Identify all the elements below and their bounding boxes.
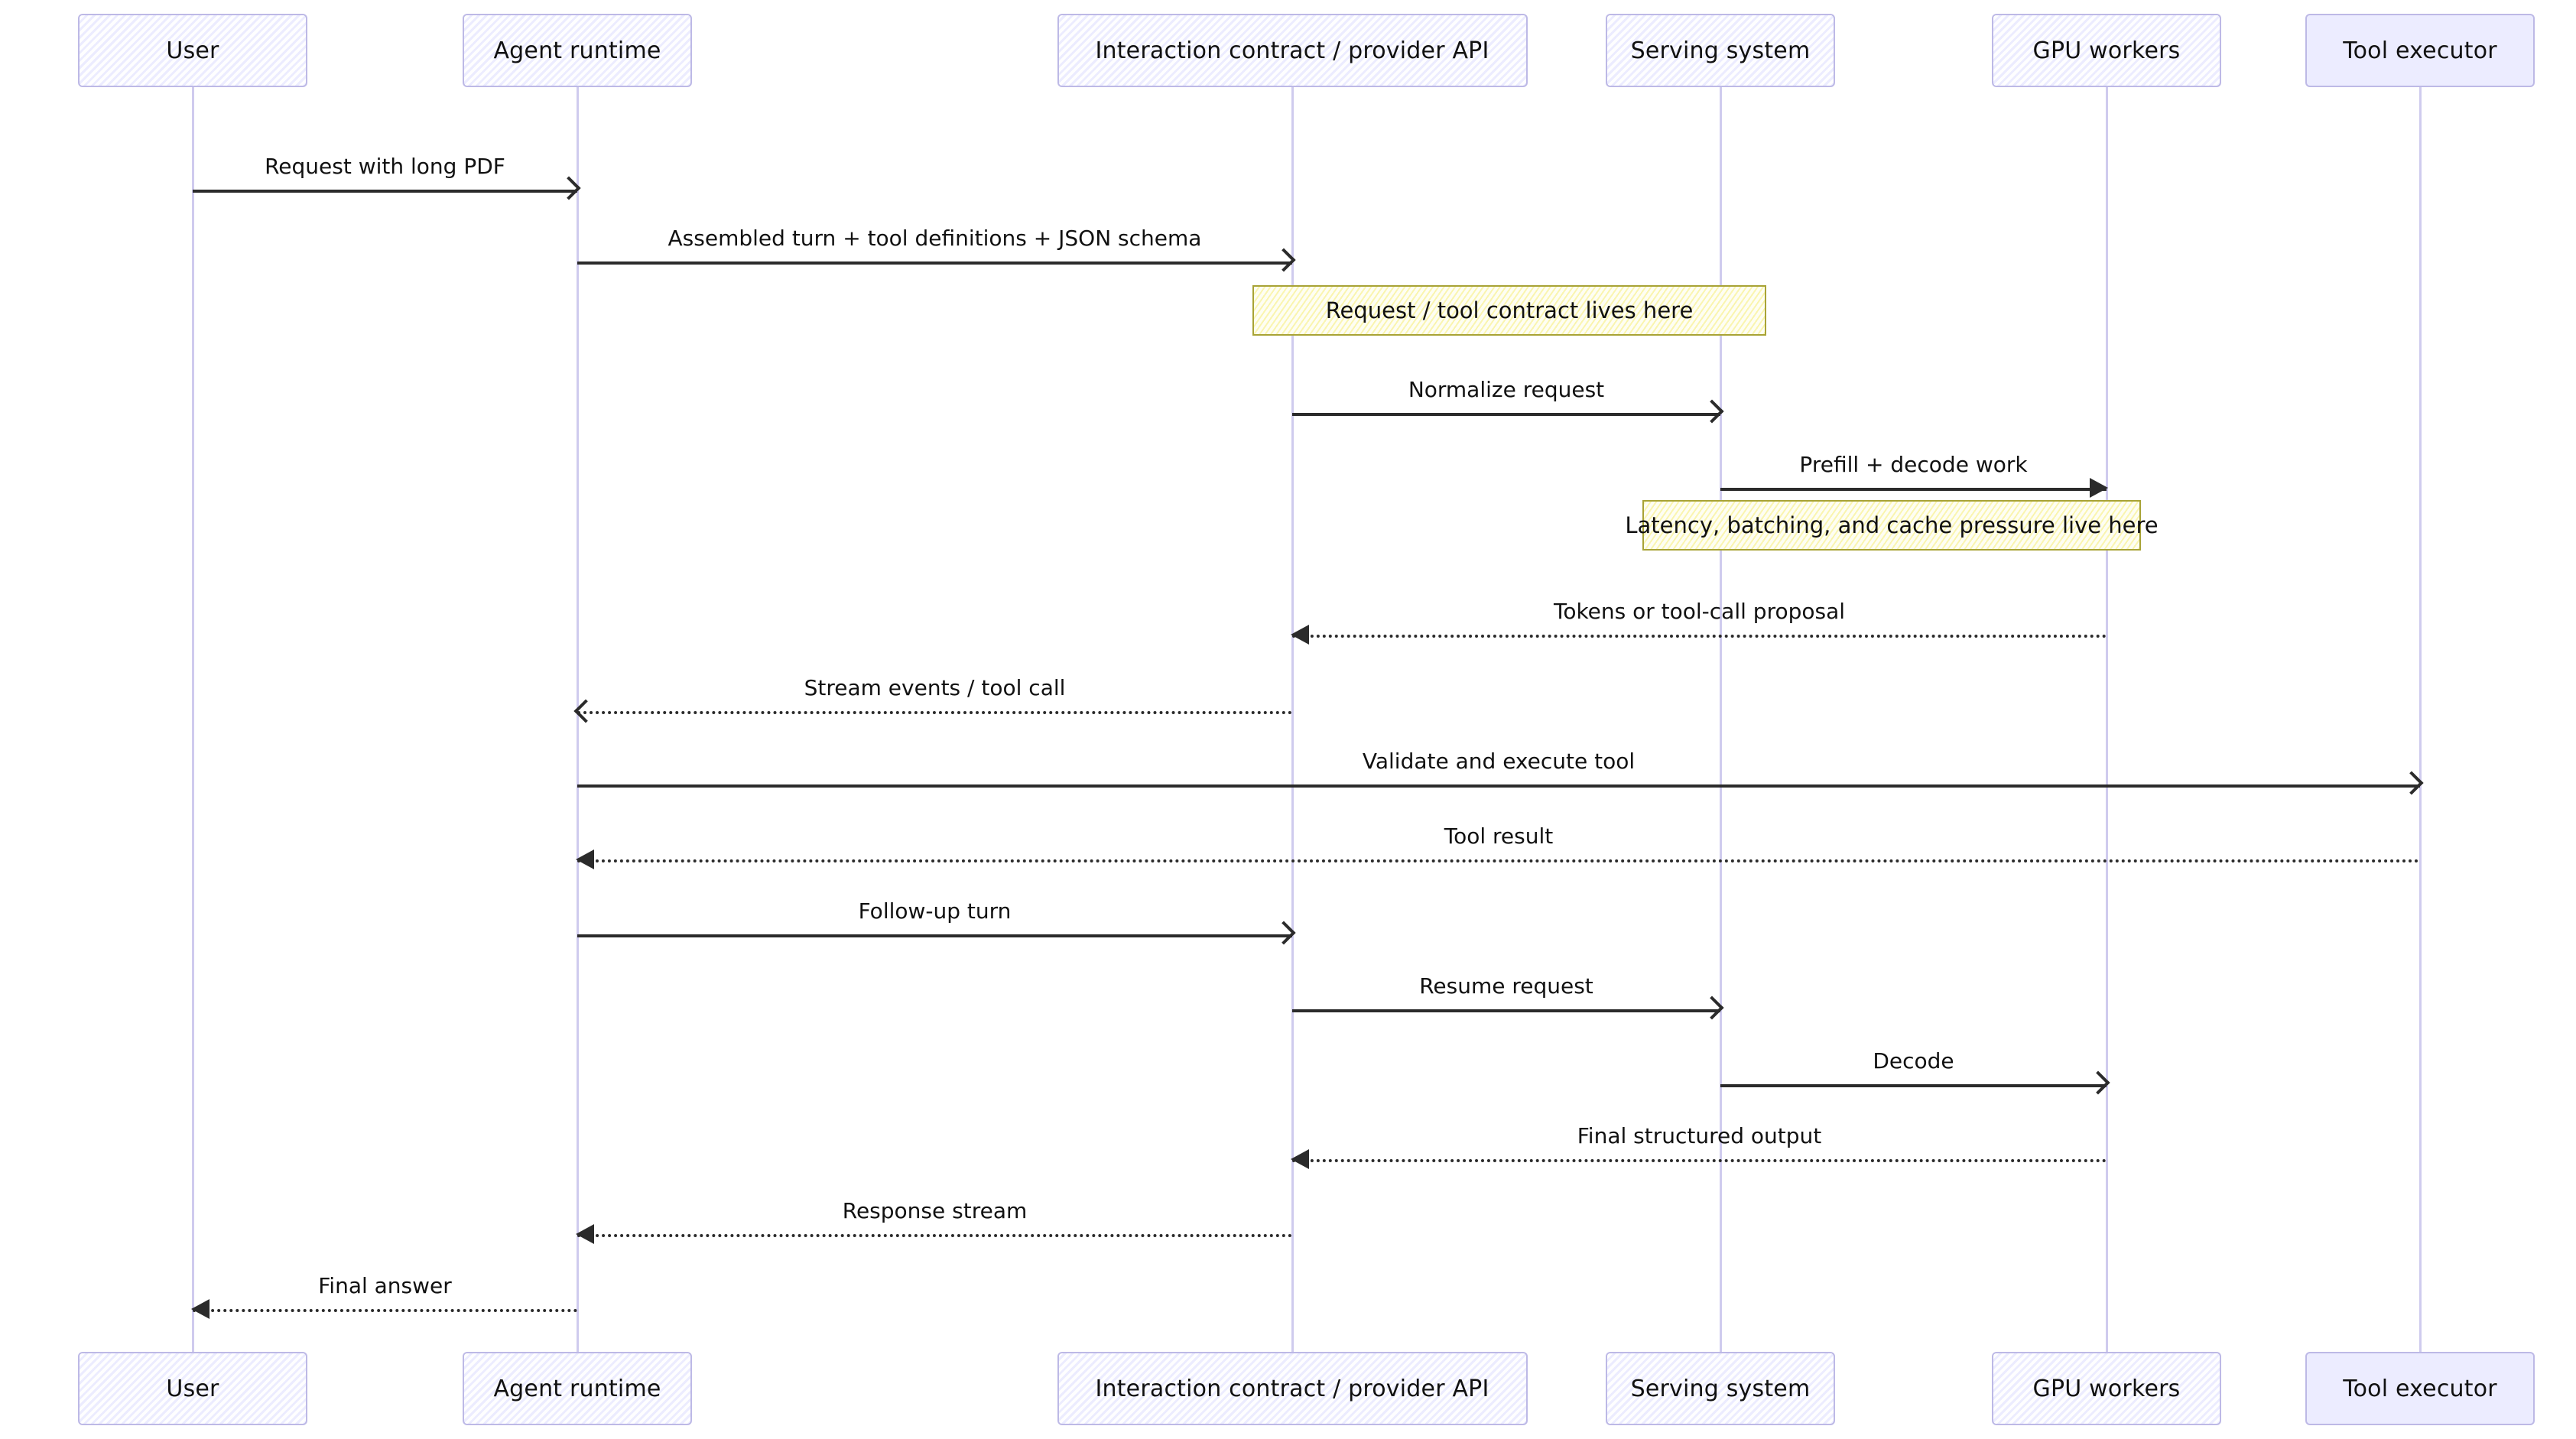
message-line xyxy=(577,784,2420,788)
message-line xyxy=(1292,1159,2107,1162)
note-over-gpu: Latency, batching, and cache pressure li… xyxy=(1625,500,2159,551)
message-line xyxy=(577,711,1292,714)
participant-label: Agent runtime xyxy=(493,37,661,64)
arrowhead-left-icon xyxy=(1291,625,1309,645)
participant-box-user-bottom[interactable]: User xyxy=(78,1352,307,1425)
arrowhead-right-icon xyxy=(2090,478,2108,498)
participant-label: Agent runtime xyxy=(493,1375,661,1402)
message-line xyxy=(577,1234,1292,1237)
message-label: Resume request xyxy=(1419,973,1593,999)
lifeline-gpu xyxy=(2106,87,2108,1352)
note-label: Request / tool contract lives here xyxy=(1325,297,1694,323)
message-line xyxy=(1720,1084,2107,1087)
message-label: Tokens or tool-call proposal xyxy=(1553,599,1846,624)
participant-box-serving-bottom[interactable]: Serving system xyxy=(1606,1352,1835,1425)
message-label: Final answer xyxy=(318,1273,452,1298)
arrowhead-left-icon xyxy=(576,849,594,869)
participant-label: Interaction contract / provider API xyxy=(1095,1375,1489,1402)
lifeline-tool xyxy=(2419,87,2422,1352)
message-label: Prefill + decode work xyxy=(1799,452,2028,477)
participant-label: Tool executor xyxy=(2343,37,2497,64)
lifeline-api xyxy=(1291,87,1294,1352)
message-line xyxy=(1720,488,2107,491)
message-label: Tool result xyxy=(1444,823,1554,849)
message-line xyxy=(1292,635,2107,638)
participant-label: Tool executor xyxy=(2343,1375,2497,1402)
message-line xyxy=(193,1309,577,1312)
participant-box-agent-top[interactable]: Agent runtime xyxy=(463,14,692,87)
participant-label: User xyxy=(166,1375,219,1402)
message-line xyxy=(577,859,2420,862)
message-label: Assembled turn + tool definitions + JSON… xyxy=(668,226,1202,251)
arrowhead-left-icon xyxy=(1291,1149,1309,1169)
message-label: Final structured output xyxy=(1577,1123,1822,1148)
message-label: Normalize request xyxy=(1408,377,1605,402)
participant-box-user-top[interactable]: User xyxy=(78,14,307,87)
message-line xyxy=(577,261,1292,265)
participant-label: GPU workers xyxy=(2032,1375,2181,1402)
note-over-api: Request / tool contract lives here xyxy=(1252,285,1766,336)
note-label: Latency, batching, and cache pressure li… xyxy=(1625,512,2159,538)
message-line xyxy=(193,190,577,193)
lifeline-agent xyxy=(577,87,579,1352)
message-label: Stream events / tool call xyxy=(804,675,1066,700)
lifeline-user xyxy=(192,87,194,1352)
message-line xyxy=(1292,1009,1720,1012)
message-line xyxy=(577,934,1292,937)
participant-box-agent-bottom[interactable]: Agent runtime xyxy=(463,1352,692,1425)
participant-box-gpu-top[interactable]: GPU workers xyxy=(1992,14,2221,87)
participant-label: Serving system xyxy=(1630,37,1811,64)
participant-box-api-top[interactable]: Interaction contract / provider API xyxy=(1057,14,1528,87)
participant-label: GPU workers xyxy=(2032,37,2181,64)
lifeline-serving xyxy=(1720,87,1722,1352)
participant-label: User xyxy=(166,37,219,64)
arrowhead-left-icon xyxy=(191,1299,210,1319)
participant-label: Interaction contract / provider API xyxy=(1095,37,1489,64)
message-label: Follow-up turn xyxy=(858,898,1012,924)
participant-box-api-bottom[interactable]: Interaction contract / provider API xyxy=(1057,1352,1528,1425)
message-label: Validate and execute tool xyxy=(1362,749,1636,774)
participant-box-tool-bottom[interactable]: Tool executor xyxy=(2305,1352,2535,1425)
message-label: Response stream xyxy=(842,1198,1028,1223)
participant-box-tool-top[interactable]: Tool executor xyxy=(2305,14,2535,87)
participant-box-serving-top[interactable]: Serving system xyxy=(1606,14,1835,87)
message-line xyxy=(1292,413,1720,416)
participant-box-gpu-bottom[interactable]: GPU workers xyxy=(1992,1352,2221,1425)
message-label: Decode xyxy=(1873,1048,1954,1074)
arrowhead-left-icon xyxy=(576,1224,594,1244)
message-label: Request with long PDF xyxy=(265,154,505,179)
participant-label: Serving system xyxy=(1630,1375,1811,1402)
